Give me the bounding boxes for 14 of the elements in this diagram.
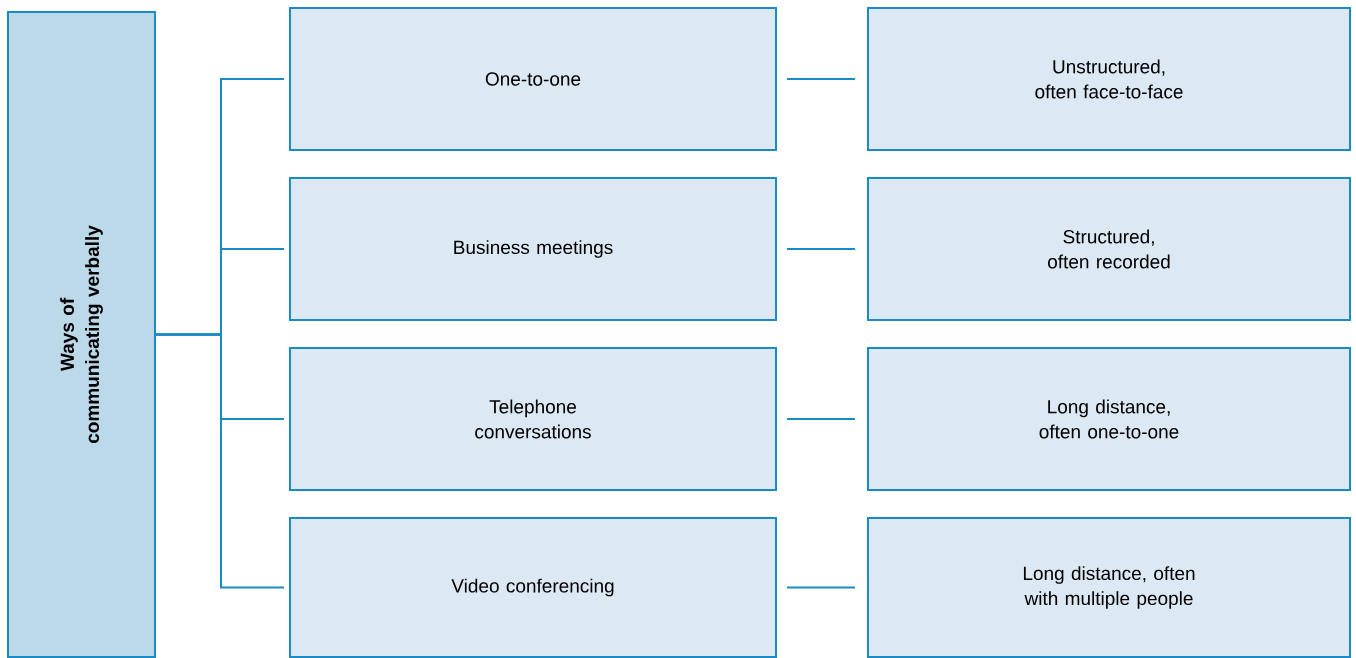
connector-line bbox=[786, 418, 856, 420]
connector-line bbox=[786, 78, 856, 80]
mode-box: Telephone conversations bbox=[289, 347, 777, 491]
connector-line bbox=[786, 248, 856, 250]
mode-box: One-to-one bbox=[289, 7, 777, 151]
description-box: Structured, often recorded bbox=[867, 177, 1351, 321]
description-box: Long distance, often one-to-one bbox=[867, 347, 1351, 491]
mode-box: Business meetings bbox=[289, 177, 777, 321]
mode-box: Video conferencing bbox=[289, 517, 777, 658]
category-box: Ways of communicating verbally bbox=[7, 11, 156, 658]
connector-line bbox=[786, 586, 856, 589]
description-box: Unstructured, often face-to-face bbox=[867, 7, 1351, 151]
branch-line bbox=[155, 333, 285, 589]
description-box: Long distance, often with multiple people bbox=[867, 517, 1351, 658]
